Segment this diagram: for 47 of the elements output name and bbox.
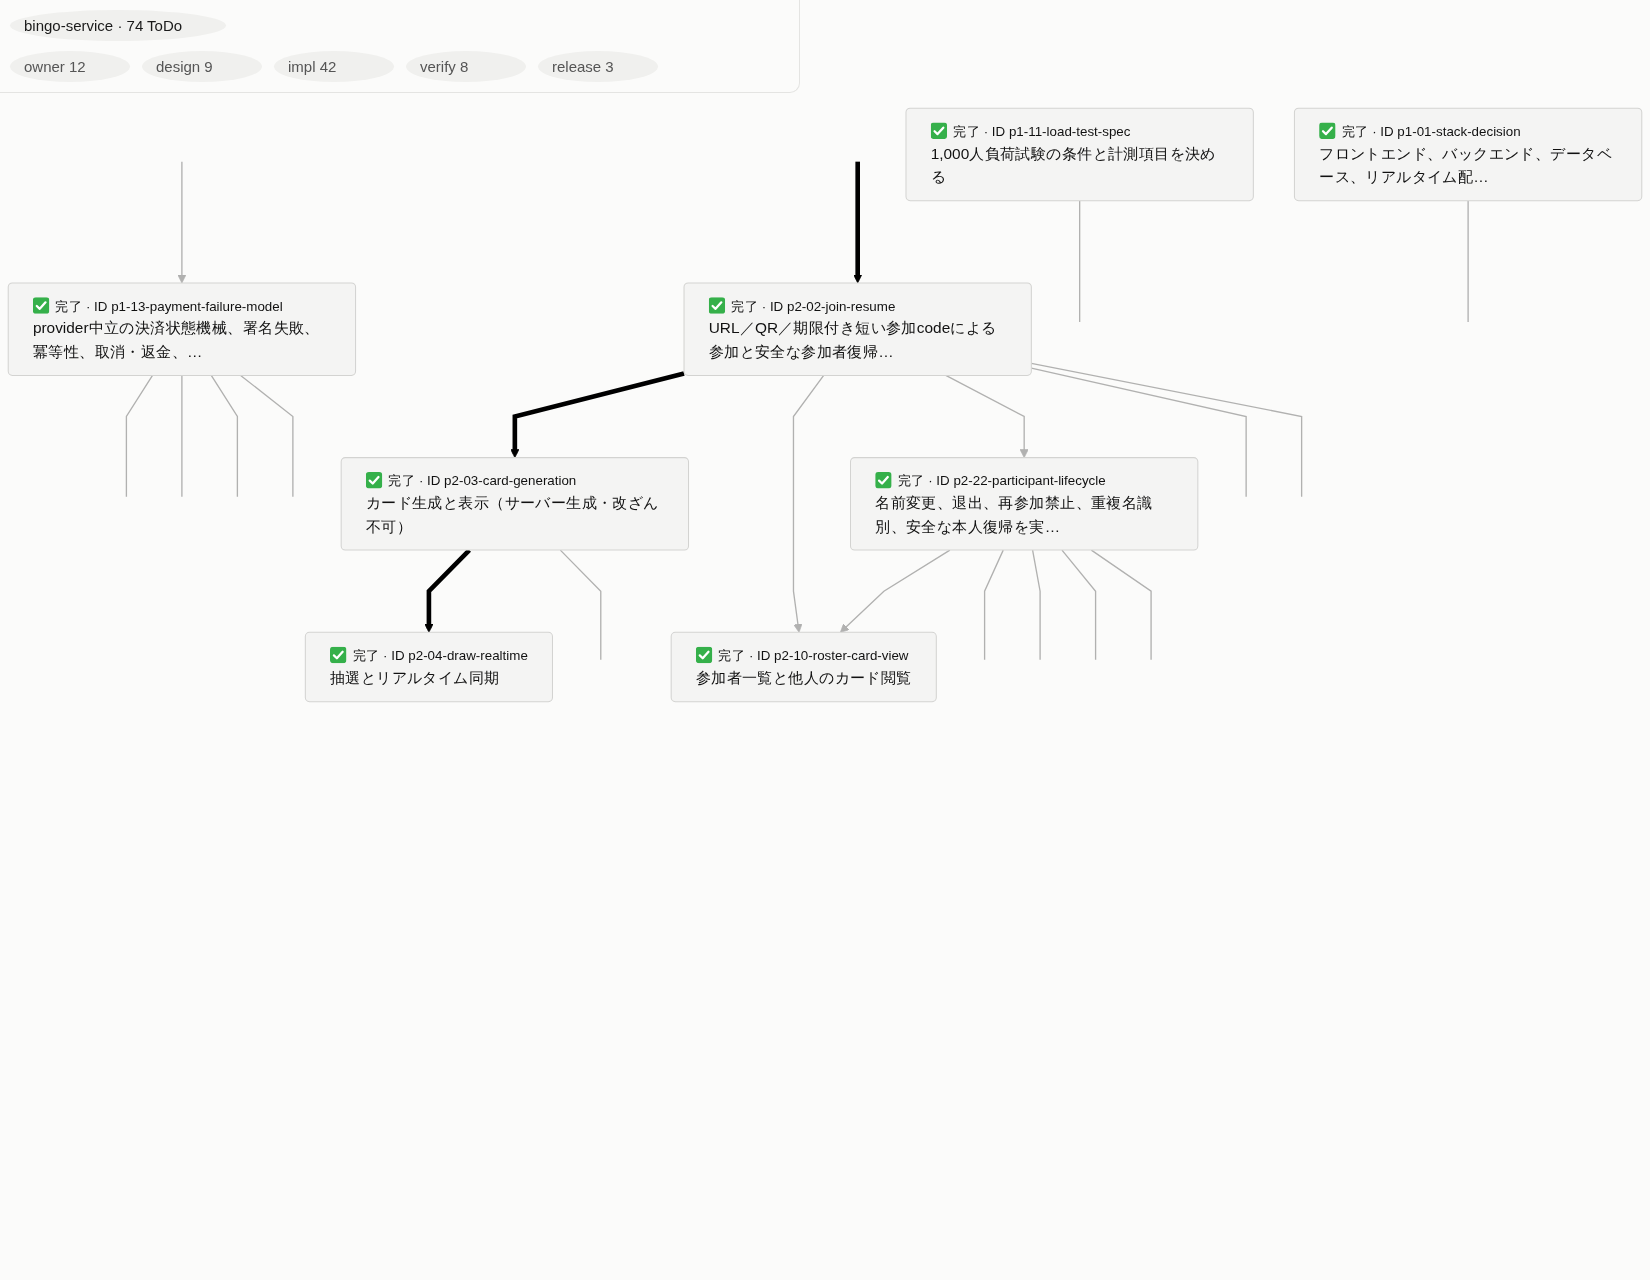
connector-line: [1031, 549, 1041, 661]
arrow: [177, 161, 187, 284]
connector-line: [125, 374, 154, 498]
connector-line: [210, 374, 239, 498]
task-card: [304, 631, 553, 703]
status-id-text: 完了 · ID p1-11-load-test-spec: [953, 123, 1131, 140]
task-card: [850, 457, 1199, 551]
status-id-text: 完了 · ID p1-01-stack-decision: [1341, 123, 1521, 140]
phase-count: release 3: [538, 51, 658, 82]
connector-line: [1467, 200, 1469, 323]
task-description: フロントエンド、バックエンド、データベース、リアルタイム配…: [1319, 144, 1612, 185]
task-card: [683, 282, 1032, 376]
status-id-text: 完了 · ID p2-03-card-generation: [388, 473, 577, 489]
task-card: [1293, 107, 1643, 202]
connector-line: [983, 549, 1004, 661]
status-id-text: 完了 · ID p2-22-participant-lifecycle: [897, 473, 1106, 489]
task-card: [7, 282, 357, 376]
status-id-text: 完了 · ID p2-10-roster-card-view: [718, 647, 909, 664]
arrow: [840, 549, 951, 633]
connector-line: [559, 549, 602, 661]
phase-count: design 9: [142, 51, 262, 82]
task-card: [670, 631, 937, 703]
phase-count: verify 8: [406, 51, 526, 82]
status-id-text: 完了 · ID p2-04-draw-realtime: [352, 647, 528, 664]
project-title: bingo-service · 74 ToDo: [10, 10, 227, 41]
connector-line: [1090, 549, 1152, 661]
task-description: URL／QR／期限付き短い参加codeによる参加と安全な参加者復帰…: [708, 318, 997, 360]
task-description: provider中立の決済状態機械、署名失敗、冪等性、取消・返金、…: [32, 318, 320, 360]
arrow: [510, 371, 685, 459]
arrow: [945, 374, 1029, 459]
connector-line: [181, 374, 183, 498]
task-card: [905, 107, 1254, 202]
phase-count: impl 42: [274, 51, 394, 82]
connector-line: [1061, 549, 1097, 661]
task-description: 1,000人負荷試験の条件と計測項目を決める: [930, 144, 1216, 185]
task-description: 名前変更、退出、再参加禁止、重複名識別、安全な本人復帰を実…: [875, 493, 1153, 535]
status-id-text: 完了 · ID p2-02-join-resume: [731, 298, 896, 314]
task-card: [340, 457, 690, 551]
arrow: [792, 374, 825, 633]
status-id-text: 完了 · ID p1-13-payment-failure-model: [55, 298, 283, 314]
arrow: [853, 161, 863, 284]
connector-line: [240, 374, 294, 498]
phase-count: owner 12: [10, 51, 130, 82]
connector-line: [1079, 200, 1081, 323]
task-description: カード生成と表示（サーバー生成・改ざん不可）: [365, 493, 659, 535]
task-description: 参加者一覧と他人のカード閲覧: [695, 668, 912, 686]
task-description: 抽選とリアルタイム同期: [330, 668, 500, 686]
